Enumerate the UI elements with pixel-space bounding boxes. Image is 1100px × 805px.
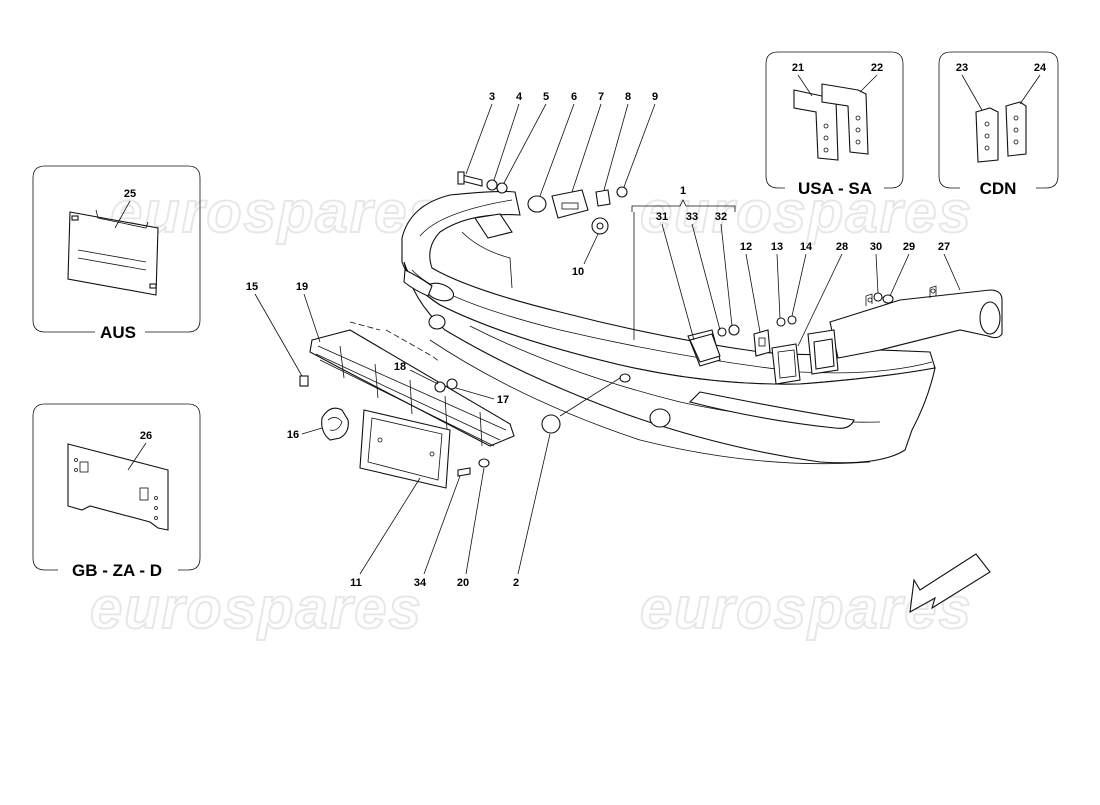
callout-11: 11 bbox=[350, 577, 362, 589]
callout-7: 7 bbox=[598, 91, 604, 103]
washer-13 bbox=[776, 317, 786, 327]
nut-14 bbox=[787, 315, 797, 325]
callout-3: 3 bbox=[489, 91, 495, 103]
callout-31: 31 bbox=[656, 211, 668, 223]
callout-28: 28 bbox=[836, 241, 848, 253]
bracket-27 bbox=[829, 285, 1003, 359]
nut-29 bbox=[882, 294, 894, 304]
callout-12: 12 bbox=[740, 241, 752, 253]
callout-14: 14 bbox=[800, 241, 813, 253]
callout-19: 19 bbox=[296, 281, 308, 293]
inset-gb-label: GB - ZA - D bbox=[72, 561, 162, 580]
clip-20 bbox=[478, 458, 490, 468]
callout-34: 34 bbox=[414, 577, 427, 589]
rubber-block-28 bbox=[771, 329, 839, 385]
plate-12 bbox=[753, 329, 771, 357]
callout-1: 1 bbox=[680, 185, 686, 197]
nut-17 bbox=[434, 381, 446, 393]
nut-32 bbox=[728, 324, 740, 336]
callout-4: 4 bbox=[516, 91, 523, 103]
washer-30 bbox=[873, 292, 883, 302]
callout-16: 16 bbox=[287, 429, 299, 441]
callout-17: 17 bbox=[497, 394, 509, 406]
callout-27: 27 bbox=[938, 241, 950, 253]
callout-24: 24 bbox=[1034, 62, 1047, 74]
callout-33: 33 bbox=[686, 211, 698, 223]
callout-5: 5 bbox=[543, 91, 549, 103]
callout-2: 2 bbox=[513, 577, 519, 589]
inset-aus: AUS 25 bbox=[32, 165, 201, 342]
callout-26: 26 bbox=[140, 430, 152, 442]
screw-15 bbox=[299, 375, 309, 387]
inset-cdn: CDN 23 24 bbox=[938, 51, 1059, 198]
plate-holder-11 bbox=[359, 409, 451, 489]
inset-cdn-label: CDN bbox=[980, 179, 1017, 198]
callout-13: 13 bbox=[771, 241, 783, 253]
badge-16 bbox=[321, 407, 349, 441]
washer-18 bbox=[446, 378, 458, 390]
callout-10: 10 bbox=[572, 266, 584, 278]
callout-8: 8 bbox=[625, 91, 631, 103]
top-hardware bbox=[457, 171, 628, 235]
plug-2 bbox=[541, 414, 561, 434]
watermark-bottom-right: eurospares bbox=[640, 576, 973, 641]
callout-29: 29 bbox=[903, 241, 915, 253]
callout-32: 32 bbox=[715, 211, 727, 223]
callout-22: 22 bbox=[871, 62, 883, 74]
callouts: 3 4 5 6 7 8 9 10 1 31 33 32 12 13 14 28 … bbox=[246, 91, 961, 589]
inset-gb-za-d: GB - ZA - D 26 bbox=[32, 403, 201, 580]
grille-19 bbox=[309, 321, 515, 447]
callout-6: 6 bbox=[571, 91, 577, 103]
inset-usa-label: USA - SA bbox=[798, 179, 872, 198]
callout-23: 23 bbox=[956, 62, 968, 74]
washer-33 bbox=[717, 327, 727, 337]
watermark-top-left: eurospares bbox=[110, 180, 443, 245]
callout-25: 25 bbox=[124, 188, 136, 200]
bracket-31 bbox=[689, 333, 721, 363]
callout-20: 20 bbox=[457, 577, 469, 589]
screw-34 bbox=[457, 467, 471, 477]
direction-arrow-icon bbox=[909, 553, 991, 614]
callout-9: 9 bbox=[652, 91, 658, 103]
callout-18: 18 bbox=[394, 361, 406, 373]
callout-30: 30 bbox=[870, 241, 882, 253]
watermark-bottom-left: eurospares bbox=[90, 576, 423, 641]
callout-15: 15 bbox=[246, 281, 258, 293]
inset-usa-sa: USA - SA 21 22 bbox=[765, 51, 904, 198]
callout-21: 21 bbox=[792, 62, 804, 74]
inset-aus-label: AUS bbox=[100, 323, 136, 342]
